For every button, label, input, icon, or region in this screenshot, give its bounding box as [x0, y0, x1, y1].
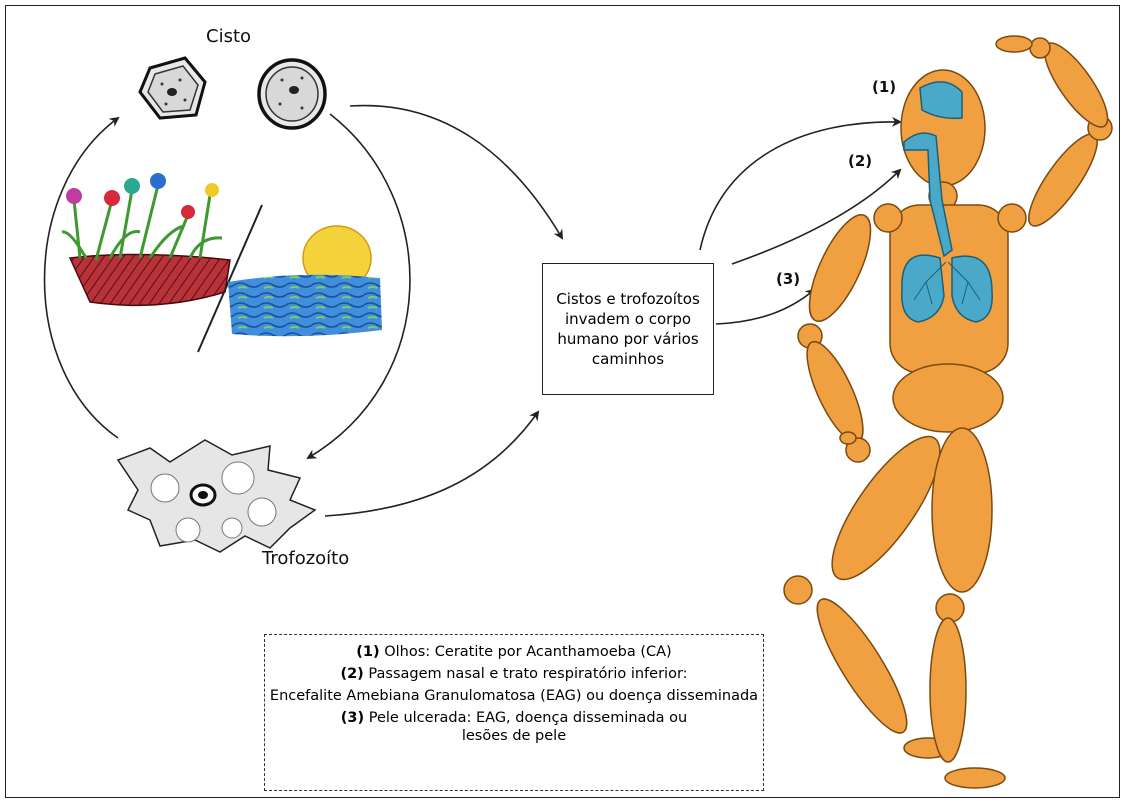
routes-legend: (1) Olhos: Ceratite por Acanthamoeba (CA… — [264, 634, 764, 791]
invasion-box: Cistos e trofozoítos invadem o corpo hum… — [542, 263, 714, 395]
legend-item-2-continued: Encefalite Amebiana Granulomatosa (EAG) … — [265, 687, 763, 705]
arrow-box-to-skin — [716, 290, 814, 324]
route-1-marker: (1) — [872, 78, 896, 96]
soil-with-flowers-illustration — [62, 173, 230, 305]
cyst-illustration-1 — [140, 58, 205, 118]
legend-item-1-number: (1) — [356, 644, 379, 660]
legend-item-3-text: Pele ulcerada: EAG, doença disseminada o… — [364, 710, 687, 726]
legend-item-1: (1) Olhos: Ceratite por Acanthamoeba (CA… — [265, 643, 763, 661]
legend-item-2-text: Passagem nasal e trato respiratório infe… — [364, 666, 688, 682]
legend-item-2-number: (2) — [340, 666, 363, 682]
water-with-sun-illustration — [228, 226, 382, 336]
arrow-cyst-to-box — [350, 106, 562, 238]
invasion-box-text: Cistos e trofozoítos invadem o corpo hum… — [547, 289, 709, 369]
arrow-trophozoite-to-box — [325, 412, 538, 516]
legend-item-3-continued: lesões de pele — [265, 727, 763, 745]
legend-item-3: (3) Pele ulcerada: EAG, doença dissemina… — [265, 709, 763, 727]
legend-item-2: (2) Passagem nasal e trato respiratório … — [265, 665, 763, 683]
legend-item-1-text: Olhos: Ceratite por Acanthamoeba (CA) — [380, 644, 672, 660]
route-3-marker: (3) — [776, 270, 800, 288]
trophozoite-label: Trofozoíto — [262, 548, 349, 569]
trophozoite-illustration — [118, 440, 315, 552]
cyst-illustration-2 — [259, 60, 325, 128]
legend-item-3-number: (3) — [341, 710, 364, 726]
cyst-label: Cisto — [206, 26, 251, 47]
human-body-illustration — [784, 35, 1118, 788]
route-2-marker: (2) — [848, 152, 872, 170]
pelvis — [893, 364, 1003, 432]
